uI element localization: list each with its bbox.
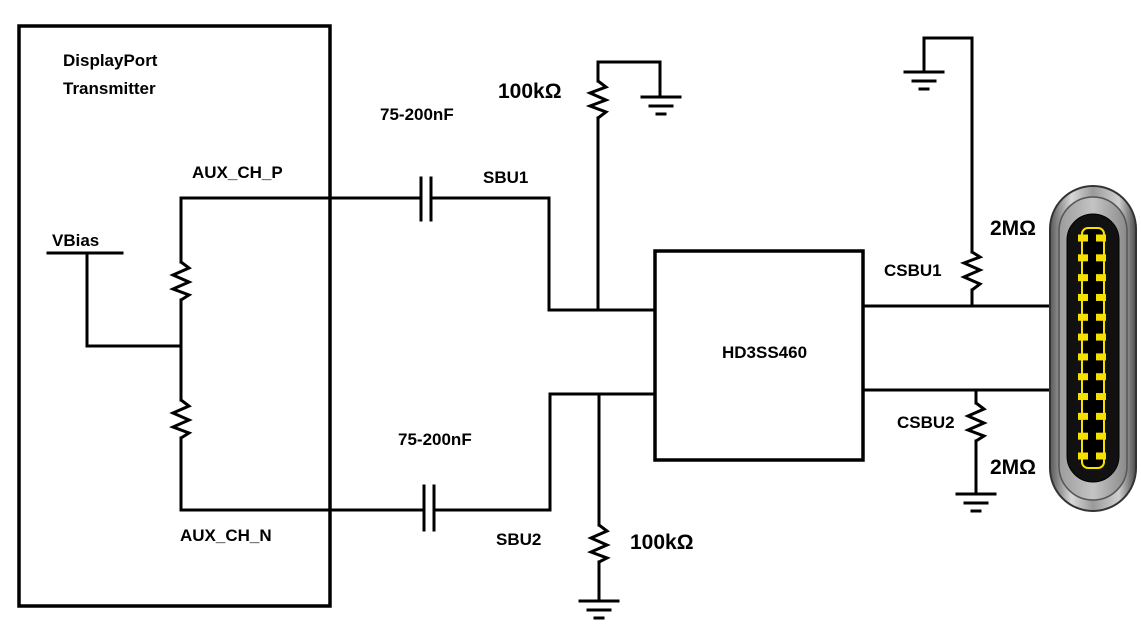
connector-pin — [1078, 333, 1088, 341]
aux-ch-n-label: AUX_CH_N — [180, 526, 272, 545]
sbu1-wire — [430, 196, 657, 312]
res-csbu1 — [960, 250, 984, 292]
connector-pin — [1096, 274, 1106, 282]
transmitter-title-line1: DisplayPort — [63, 51, 158, 70]
bias-resistor-top — [169, 260, 193, 302]
aux-ch-p-label: AUX_CH_P — [192, 163, 283, 182]
res-csbu1-label: 2MΩ — [990, 217, 1036, 240]
vbias-label: VBias — [52, 231, 99, 250]
connector-pin — [1078, 313, 1088, 321]
res-pull-bottom-label: 100kΩ — [630, 531, 694, 554]
connector-pin — [1078, 452, 1088, 460]
connector-pin — [1096, 313, 1106, 321]
connector-pin — [1078, 293, 1088, 301]
transmitter-title-line2: Transmitter — [63, 79, 156, 98]
res-pull-top — [585, 79, 610, 120]
connector-pin — [1096, 333, 1106, 341]
ground-icon-bottom-right — [955, 492, 997, 513]
connector-pin — [1078, 254, 1088, 262]
connector-pin — [1096, 393, 1106, 401]
res-csbu2 — [964, 401, 988, 443]
connector-pin — [1078, 373, 1088, 381]
csbu2-label: CSBU2 — [897, 413, 955, 432]
connector-pin — [1096, 234, 1106, 242]
hd3ss460-switch-box — [653, 249, 865, 462]
connector-pin — [1096, 293, 1106, 301]
connector-pin — [1078, 432, 1088, 440]
res-pull-top-label: 100kΩ — [498, 80, 562, 103]
cap-bottom-label: 75-200nF — [398, 430, 472, 449]
displayport-transmitter-box — [17, 24, 332, 608]
connector-pins — [1078, 234, 1106, 460]
csbu1-label: CSBU1 — [884, 261, 942, 280]
sbu2-label: SBU2 — [496, 530, 541, 549]
connector-pin — [1096, 412, 1106, 420]
ground-icon-bottom-left — [578, 599, 620, 620]
connector-pin — [1096, 254, 1106, 262]
connector-pin — [1078, 393, 1088, 401]
connector-pin — [1096, 373, 1106, 381]
vbias-wire — [85, 251, 183, 348]
connector-pin — [1078, 274, 1088, 282]
connector-pin — [1078, 353, 1088, 361]
connector-pin — [1096, 432, 1106, 440]
sbu1-label: SBU1 — [483, 168, 528, 187]
ground-icon-top-right — [903, 70, 945, 91]
res-csbu2-label: 2MΩ — [990, 456, 1036, 479]
connector-pin — [1078, 234, 1088, 242]
hd3ss460-label: HD3SS460 — [722, 343, 807, 362]
connector-pin — [1096, 452, 1106, 460]
res-pull-bottom — [587, 523, 611, 564]
pulldown-top-wire — [596, 60, 662, 99]
cap-top-label: 75-200nF — [380, 105, 454, 124]
bias-resistor-bottom — [169, 398, 193, 440]
connector-pin — [1078, 412, 1088, 420]
sbu2-wire — [433, 392, 657, 512]
csbu1-ground-wire — [922, 36, 974, 254]
ground-icon-top — [640, 95, 682, 116]
connector-pin — [1096, 353, 1106, 361]
usb-type-c-connector-icon — [1049, 185, 1137, 512]
